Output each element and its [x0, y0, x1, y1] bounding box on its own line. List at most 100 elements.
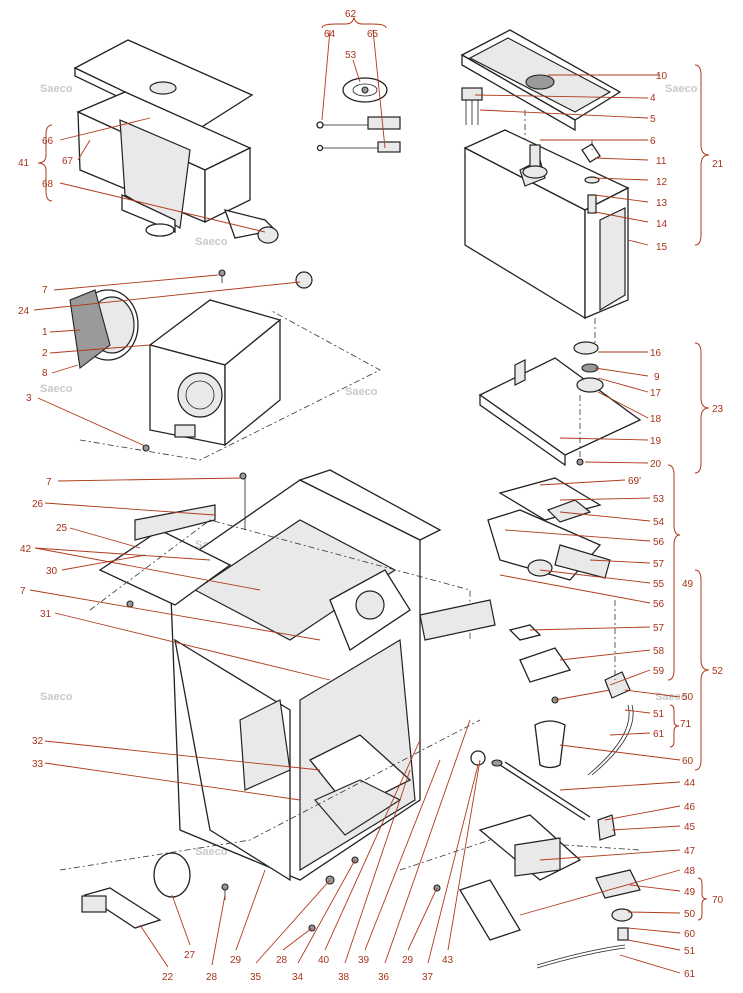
lower-left-parts	[81, 750, 486, 932]
watermark: Saeco	[665, 83, 698, 95]
part-label: 40	[318, 955, 330, 966]
part-label: 34	[292, 972, 304, 983]
part-label: 32	[32, 736, 44, 747]
part-label: 48	[684, 866, 696, 877]
watermark: Saeco	[40, 383, 73, 395]
part-label: 64	[324, 29, 336, 40]
part-label: 33	[32, 759, 44, 770]
part-label: 67	[62, 156, 74, 167]
leader-lines	[29, 29, 681, 974]
part-label: 21	[712, 159, 724, 170]
part-label: 66	[42, 136, 54, 147]
part-label: 49	[684, 887, 696, 898]
part-label: 18	[650, 414, 662, 425]
part-label: 12	[656, 177, 668, 188]
part-label: 31	[40, 609, 52, 620]
part-label: 51	[653, 709, 665, 720]
part-label: 60	[684, 929, 696, 940]
watermark: Saeco	[40, 83, 73, 95]
part-label: 10	[656, 71, 668, 82]
dispenser-assembly	[487, 477, 634, 776]
part-label: 50	[682, 692, 694, 703]
part-label: 26	[32, 499, 44, 510]
part-label: 23	[712, 404, 724, 415]
part-label: 65	[367, 29, 379, 40]
part-label: 19	[650, 436, 662, 447]
water-tank	[460, 29, 630, 348]
part-label: 69'	[628, 476, 641, 487]
part-label: 8	[42, 368, 48, 379]
part-label: 58	[653, 646, 665, 657]
part-label: 60	[682, 756, 694, 767]
part-label: 42	[20, 544, 32, 555]
part-label: 35	[250, 972, 262, 983]
part-label: 2	[42, 348, 48, 359]
part-label: 51	[684, 946, 696, 957]
part-label: 56	[653, 599, 665, 610]
main-frame	[59, 469, 641, 882]
part-label: 6	[650, 136, 656, 147]
lower-right-assembly	[433, 759, 641, 969]
part-label: 43	[442, 955, 454, 966]
part-label: 17	[650, 388, 662, 399]
part-label: 7	[20, 586, 26, 597]
part-label: 30	[46, 566, 58, 577]
bean-hopper	[73, 39, 279, 244]
part-label: 29	[402, 955, 414, 966]
part-label: 54	[653, 517, 665, 528]
part-label: 44	[684, 778, 696, 789]
watermark: Saeco	[195, 236, 228, 248]
part-label: 59	[653, 666, 665, 677]
part-label: 71	[680, 719, 692, 730]
part-label: 27	[184, 950, 196, 961]
part-label: 57	[653, 623, 665, 634]
part-label: 37	[422, 972, 434, 983]
part-label: 55	[653, 579, 665, 590]
part-label: 16	[650, 348, 662, 359]
part-label: 11	[656, 156, 667, 167]
watermark: Saeco	[195, 846, 228, 858]
part-label: 29	[230, 955, 242, 966]
part-label: 62	[345, 9, 357, 20]
part-label: 9	[654, 372, 660, 383]
part-label: 3	[26, 393, 32, 404]
group-braces	[37, 16, 710, 921]
tank-bracket	[478, 341, 642, 467]
part-label: 53	[345, 50, 357, 61]
part-label: 7	[42, 285, 48, 296]
spring-wire-group	[316, 77, 401, 153]
part-label: 41	[18, 158, 30, 169]
part-label: 56	[653, 537, 665, 548]
part-label: 25	[56, 523, 68, 534]
watermark: Saeco	[345, 386, 378, 398]
part-label: 36	[378, 972, 390, 983]
part-label: 1	[42, 327, 48, 338]
part-label: 38	[338, 972, 350, 983]
part-label: 7	[46, 477, 52, 488]
part-labels: 62 64 65 53 10 4 5 6 11 12 13 14 15 21 6…	[18, 9, 724, 983]
part-label: 13	[656, 198, 668, 209]
part-label: 20	[650, 459, 662, 470]
part-label: 4	[650, 93, 656, 104]
part-label: 24	[18, 306, 30, 317]
part-label: 57	[653, 559, 665, 570]
part-label: 52	[712, 666, 724, 677]
part-label: 70	[712, 895, 724, 906]
part-label: 47	[684, 846, 696, 857]
part-label: 28	[206, 972, 218, 983]
part-label: 28	[276, 955, 288, 966]
watermark: Saeco	[40, 691, 73, 703]
part-label: 45	[684, 822, 696, 833]
part-label: 39	[358, 955, 370, 966]
part-label: 68	[42, 179, 54, 190]
grinder-assembly	[69, 269, 381, 461]
part-label: 15	[656, 242, 668, 253]
part-label: 22	[162, 972, 174, 983]
part-label: 49	[682, 579, 694, 590]
part-label: 50	[684, 909, 696, 920]
part-label: 46	[684, 802, 696, 813]
part-label: 5	[650, 114, 656, 125]
part-label: 61	[653, 729, 665, 740]
part-label: 53	[653, 494, 665, 505]
